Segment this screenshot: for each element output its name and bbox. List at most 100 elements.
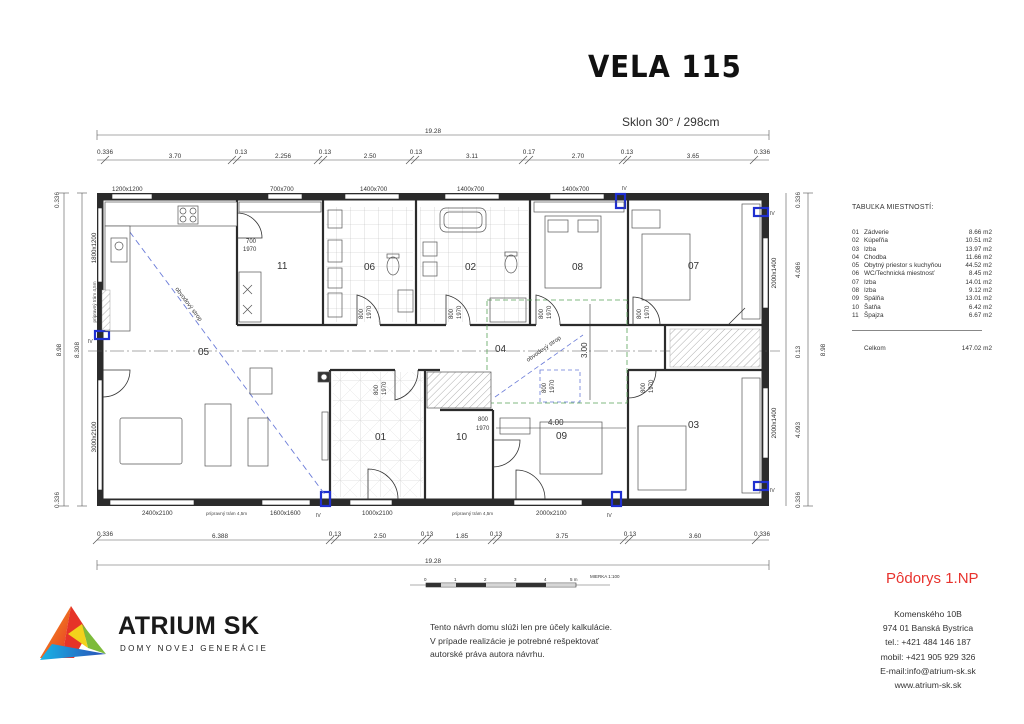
room-table-header: TABUĽKA MIESTNOSTÍ:	[852, 204, 934, 211]
room-number: 02	[852, 237, 860, 245]
brand-tagline: DOMY NOVEJ GENERÁCIE	[120, 644, 269, 653]
dim-left-overall: 8.98	[56, 343, 63, 356]
dim-right-overall: 8.98	[820, 343, 827, 356]
room-11: 11	[277, 261, 288, 272]
door-01-width: 800	[374, 384, 380, 395]
room-name: Izba	[864, 287, 877, 295]
side-dimension-chain: 8.98 8.308 0.336 0.336 0.336 4.086 0.13 …	[54, 192, 827, 508]
room-04: 04	[495, 344, 507, 355]
room-area: 13.97 m2	[965, 245, 992, 253]
prep-frame-1: prípravný trám 4,5m	[206, 511, 247, 516]
scale-tick-3: 3	[514, 577, 517, 582]
room-05: 05	[198, 347, 210, 358]
door-swings	[102, 212, 746, 500]
window-bottom-3: 1000x2100	[362, 510, 393, 517]
bottom-dimension-chain: 0.336 6.388 0.13 2.50 0.13 1.85 0.13 3.7…	[97, 531, 770, 565]
room-table-total: Celkom 147.02 m2	[852, 345, 992, 352]
note-line-3: autorské práva autora návrhu.	[430, 649, 545, 659]
blue-markers	[93, 192, 770, 508]
room-name: Kúpeľňa	[864, 237, 888, 245]
door-09-width: 800	[542, 382, 548, 393]
walls	[97, 193, 769, 506]
scale-tick-4: 4	[544, 577, 547, 582]
total-label: Celkom	[864, 345, 886, 353]
room-name: WC/Technická miestnosť	[864, 270, 935, 278]
window-top-4: 1400x700	[457, 186, 485, 193]
room-area: 13.01 m2	[965, 295, 992, 303]
room-number: 03	[852, 245, 860, 253]
dim-top-7: 0.13	[410, 149, 423, 156]
dim-top-5: 0.13	[319, 149, 332, 156]
room-name: Špajza	[864, 311, 884, 319]
room-area: 11.66 m2	[965, 253, 992, 261]
dim-left-top: 0.336	[54, 192, 61, 208]
dim-top-9: 0.17	[523, 149, 536, 156]
dim-top-11: 0.13	[621, 149, 634, 156]
scale-tick-0: 0	[424, 577, 427, 582]
scale-tick-1: 1	[454, 577, 457, 582]
contact-mobil: mobil: +421 905 929 326	[880, 651, 976, 662]
dim-right-upper: 4.086	[795, 262, 802, 278]
dim-bottom-11: 0.336	[754, 531, 770, 538]
page-title: VELA 115	[588, 50, 742, 85]
door-10-height: 1970	[476, 426, 490, 432]
window-bottom-4: 2000x2100	[536, 510, 567, 517]
door-03-width: 800	[641, 382, 647, 393]
room-name: Izba	[864, 245, 877, 253]
room-03: 03	[688, 420, 700, 431]
stair-dimensions	[496, 304, 626, 429]
door-08-width: 800	[539, 308, 545, 319]
room-08: 08	[572, 262, 584, 273]
dim-top-12: 3.65	[687, 153, 700, 160]
window-top-5: 1400x700	[562, 186, 590, 193]
room-name: Spálňa	[864, 295, 884, 303]
dim-top-4: 2.256	[275, 153, 291, 160]
room-area: 44.52 m2	[965, 262, 992, 270]
dim-left-bottom: 0.336	[54, 492, 61, 508]
note-line-2: V prípade realizácie je potrebné rešpekt…	[430, 635, 599, 646]
door-07-height: 1970	[645, 305, 651, 319]
door-02-height: 1970	[457, 305, 463, 319]
outer-wall-inner-lines	[102, 199, 763, 500]
dim-bottom-6: 1.85	[456, 533, 469, 540]
dim-bottom-5: 0.13	[421, 531, 434, 538]
window-right-1: 2000x1400	[771, 257, 778, 288]
prep-frame-labels: prípravný trám 4,5m prípravný trám 4,5m …	[92, 281, 493, 516]
door-labels: 700 1970 800 1970 800 1970 800 1970 800 …	[243, 239, 655, 432]
iv-mark-4: IV	[316, 513, 321, 519]
room-number: 04	[852, 253, 860, 261]
dim-bottom-2: 6.388	[212, 533, 228, 540]
dim-overall-bottom: 19.28	[425, 558, 441, 565]
dim-top-6: 2.50	[364, 153, 377, 160]
scale-tick-5: 5 m	[570, 577, 578, 582]
plan-label: Pôdorys 1.NP	[886, 570, 979, 587]
dim-bottom-4: 2.50	[374, 533, 387, 540]
door-11-height: 1970	[243, 247, 257, 253]
contact-city: 974 01 Banská Bystrica	[882, 623, 974, 634]
scale-tick-2: 2	[484, 577, 487, 582]
window-bottom-2: 1600x1600	[270, 510, 301, 517]
dim-top-8: 3.11	[466, 153, 478, 160]
disclaimer-note: Tento návrh domu slúži len pre účely kal…	[430, 621, 640, 662]
iv-mark-3: IV	[88, 339, 93, 345]
room-number: 10	[852, 303, 860, 311]
room-area: 8.66 m2	[968, 229, 992, 236]
iv-mark-5: IV	[607, 513, 612, 519]
window-left-1: 1800x1200	[91, 232, 98, 263]
room-table-divider	[852, 330, 982, 332]
roof-slope: Sklon 30° / 298cm	[622, 115, 720, 129]
dim-right-bottom: 0.336	[795, 492, 802, 508]
brand-name: ATRIUM SK	[118, 612, 260, 640]
door-11-width: 700	[246, 239, 257, 245]
room-area: 10.51 m2	[965, 237, 992, 245]
door-07-width: 800	[637, 308, 643, 319]
scale-label: MIERKA 1:100	[590, 574, 620, 579]
